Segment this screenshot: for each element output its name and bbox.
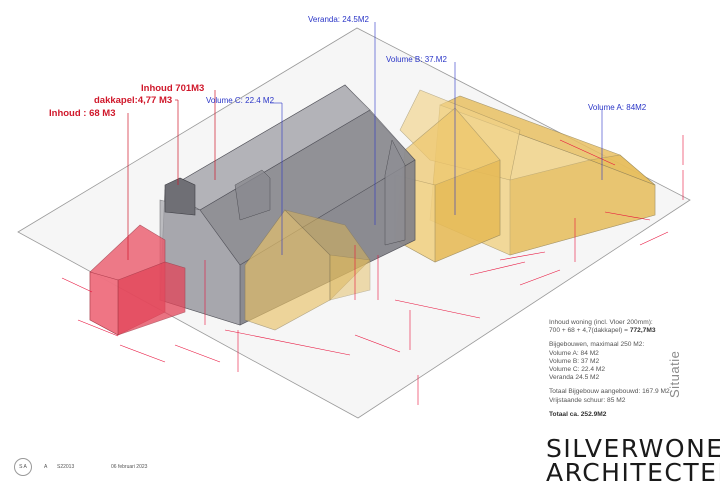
volume-b-label: Volume B: 37.M2 [386,55,447,64]
dakkapel [234,169,271,221]
summary-volume-total: 772,7M3 [629,327,656,335]
red-annex-massing [89,224,186,336]
veranda-label: Veranda: 24.5M2 [308,15,369,24]
summary-item: Volume C: 22.4 M2 [549,366,606,374]
volume-c-label: Volume C: 22.4 M2 [206,96,275,105]
chimney [164,177,196,216]
summary-totaal-aangebouwd: Totaal Bijgebouw aangebouwd: 167.9 M2 [549,388,670,396]
sheet-title-vertical: Situatie [667,350,682,398]
summary-item: Veranda 24.5 M2 [549,374,600,382]
inhoud-main-label: Inhoud 701M3 [141,83,205,94]
company-logo: SILVERWONEN ARCHITECTEN [546,434,720,487]
project-number: S22013 [57,464,75,470]
sheet-letter: A [44,464,48,470]
summary-item: Volume A: 84 M2 [549,349,599,357]
dakkapel-label: dakkapel:4,77 M3 [94,95,173,106]
volume-b-massing [394,107,501,263]
stamp-icon: S A [14,458,32,476]
dimension-lines [61,135,684,405]
area-summary: Inhoud woning (incl. Vloer 200mm): 700 +… [549,319,689,419]
logo-line-1: SILVERWONEN [546,434,720,463]
red-leader-lines [127,90,216,260]
leader-lines [270,22,603,255]
summary-line-2: 700 + 68 + 4,7(dakkapel) = 772,7M3 [549,327,656,335]
logo-line-2: ARCHITECTEN [546,458,720,487]
summary-line-1: Inhoud woning (incl. Vloer 200mm): [549,319,653,326]
drawing-date: 06 februari 2023 [111,464,148,470]
summary-item: Volume B: 37 M2 [549,357,600,365]
volume-a-label: Volume A: 84M2 [588,103,647,112]
summary-totaal: Totaal ca. 252.9M2 [549,410,607,418]
summary-bijgebouwen-header: Bijgebouwen, maximaal 250 M2: [549,341,645,349]
volume-c-massing [244,209,371,331]
summary-vrijstaande-schuur: Vrijstaande schuur: 85 M2 [549,396,626,404]
inhoud-small-label: Inhoud : 68 M3 [49,108,116,119]
